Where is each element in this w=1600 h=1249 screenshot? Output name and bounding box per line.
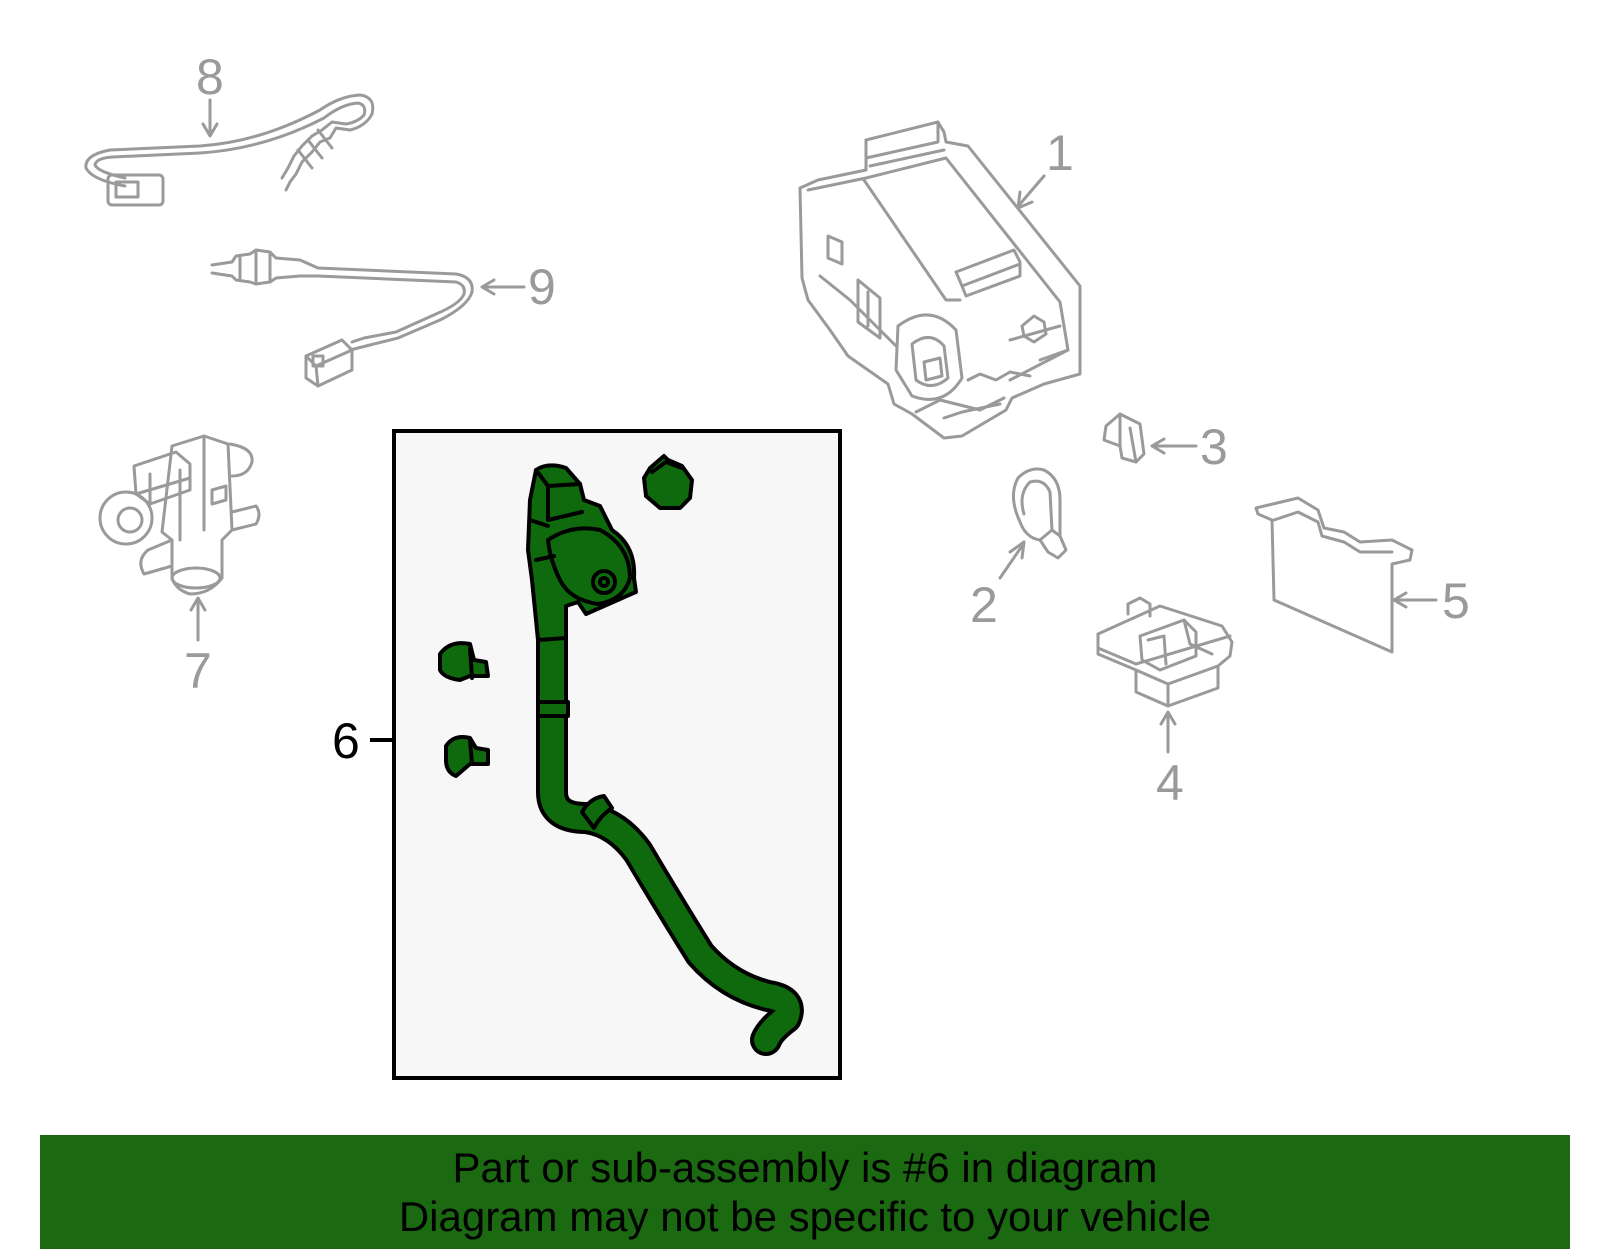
callout-8: 8: [196, 49, 224, 105]
part-8-oxygen-sensor: [84, 93, 375, 207]
part-4-vent-valve: [1096, 596, 1234, 708]
part-5-bracket: [1254, 496, 1414, 654]
part-3-clip: [1102, 412, 1146, 464]
callout-1: 1: [1046, 125, 1074, 181]
leader-line-1: [1016, 174, 1046, 210]
callout-4: 4: [1156, 755, 1184, 811]
leader-line-5: [1392, 591, 1438, 609]
part-9-oxygen-sensor: [210, 248, 474, 388]
part-7-vacuum-valve: [98, 434, 261, 596]
banner-line-part-number: Part or sub-assembly is #6 in diagram: [452, 1144, 1158, 1191]
leader-line-8: [201, 98, 219, 138]
part-2-clamp: [1012, 467, 1068, 560]
callout-7: 7: [184, 643, 212, 699]
callout-9: 9: [528, 259, 556, 315]
part-1-charcoal-canister: [798, 120, 1082, 440]
part-6-purge-valve-assembly[interactable]: [438, 454, 804, 1056]
leader-line-3: [1150, 437, 1198, 455]
leader-line-4: [1159, 710, 1177, 754]
callout-5: 5: [1442, 573, 1470, 629]
banner-line-disclaimer: Diagram may not be specific to your vehi…: [398, 1193, 1212, 1240]
leader-line-7: [189, 596, 207, 642]
leader-line-2: [998, 540, 1026, 580]
leader-line-9: [480, 278, 526, 296]
callout-3: 3: [1200, 419, 1228, 475]
info-banner: Part or sub-assembly is #6 in diagram Di…: [40, 1135, 1570, 1249]
callout-6: 6: [332, 713, 360, 769]
callout-2: 2: [970, 577, 998, 633]
